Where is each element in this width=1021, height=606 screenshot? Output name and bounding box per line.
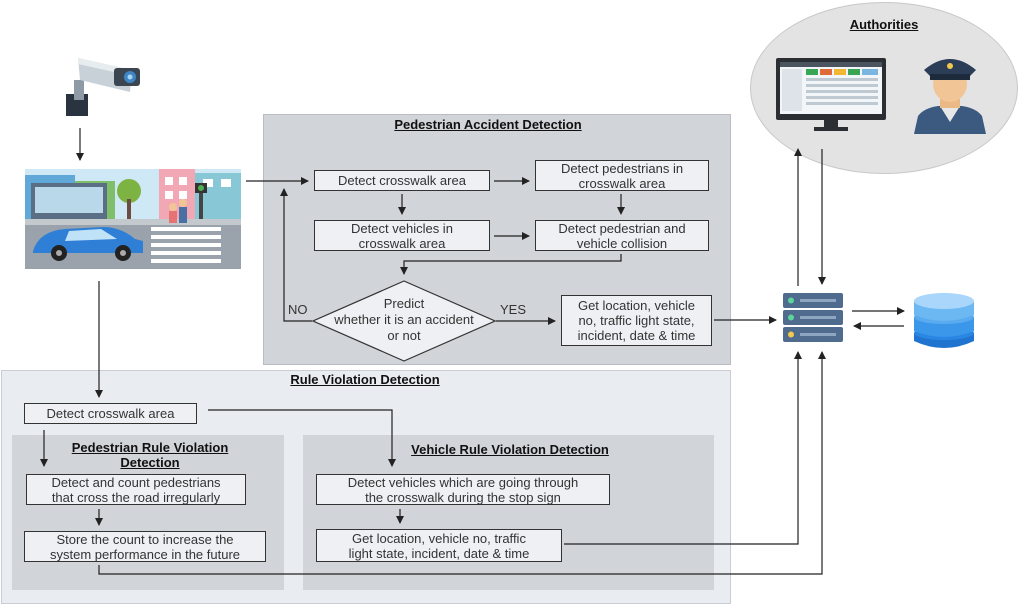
pedestrian-accident-title: Pedestrian Accident Detection (394, 117, 582, 132)
database-icon (912, 289, 976, 351)
accident-get-location-box: Get location, vehicle no, traffic light … (561, 295, 712, 346)
pedestrian-rule-title: Pedestrian Rule Violation Detection (71, 440, 229, 470)
authorities-title: Authorities (849, 17, 919, 32)
street-scene-illustration (25, 169, 241, 269)
rule-detect-crosswalk-box: Detect crosswalk area (24, 403, 197, 424)
vehicle-rule-title: Vehicle Rule Violation Detection (411, 442, 609, 457)
rule-get-location-box: Get location, vehicle no, traffic light … (316, 529, 562, 562)
predict-accident-diamond (311, 280, 497, 362)
detect-vehicles-box: Detect vehicles in crosswalk area (314, 220, 490, 251)
detect-vehicles-stop-sign-box: Detect vehicles which are going through … (316, 474, 610, 505)
store-count-box: Store the count to increase the system p… (24, 531, 266, 562)
no-label: NO (288, 302, 308, 317)
server-icon (782, 292, 844, 344)
detect-collision-box: Detect pedestrian and vehicle collision (535, 220, 709, 251)
detect-crosswalk-box: Detect crosswalk area (314, 170, 490, 191)
yes-label: YES (500, 302, 527, 317)
vehicle-rule-panel (303, 435, 714, 590)
rule-violation-title: Rule Violation Detection (290, 372, 440, 387)
predict-accident-label: Predict whether it is an accident or not (334, 296, 474, 343)
cctv-camera-icon (64, 50, 146, 118)
detect-count-pedestrians-box: Detect and count pedestrians that cross … (26, 474, 246, 505)
detect-pedestrians-box: Detect pedestrians in crosswalk area (535, 160, 709, 191)
monitor-icon (776, 58, 888, 134)
pedestrian-rule-panel (12, 435, 284, 590)
police-officer-icon (910, 52, 990, 134)
